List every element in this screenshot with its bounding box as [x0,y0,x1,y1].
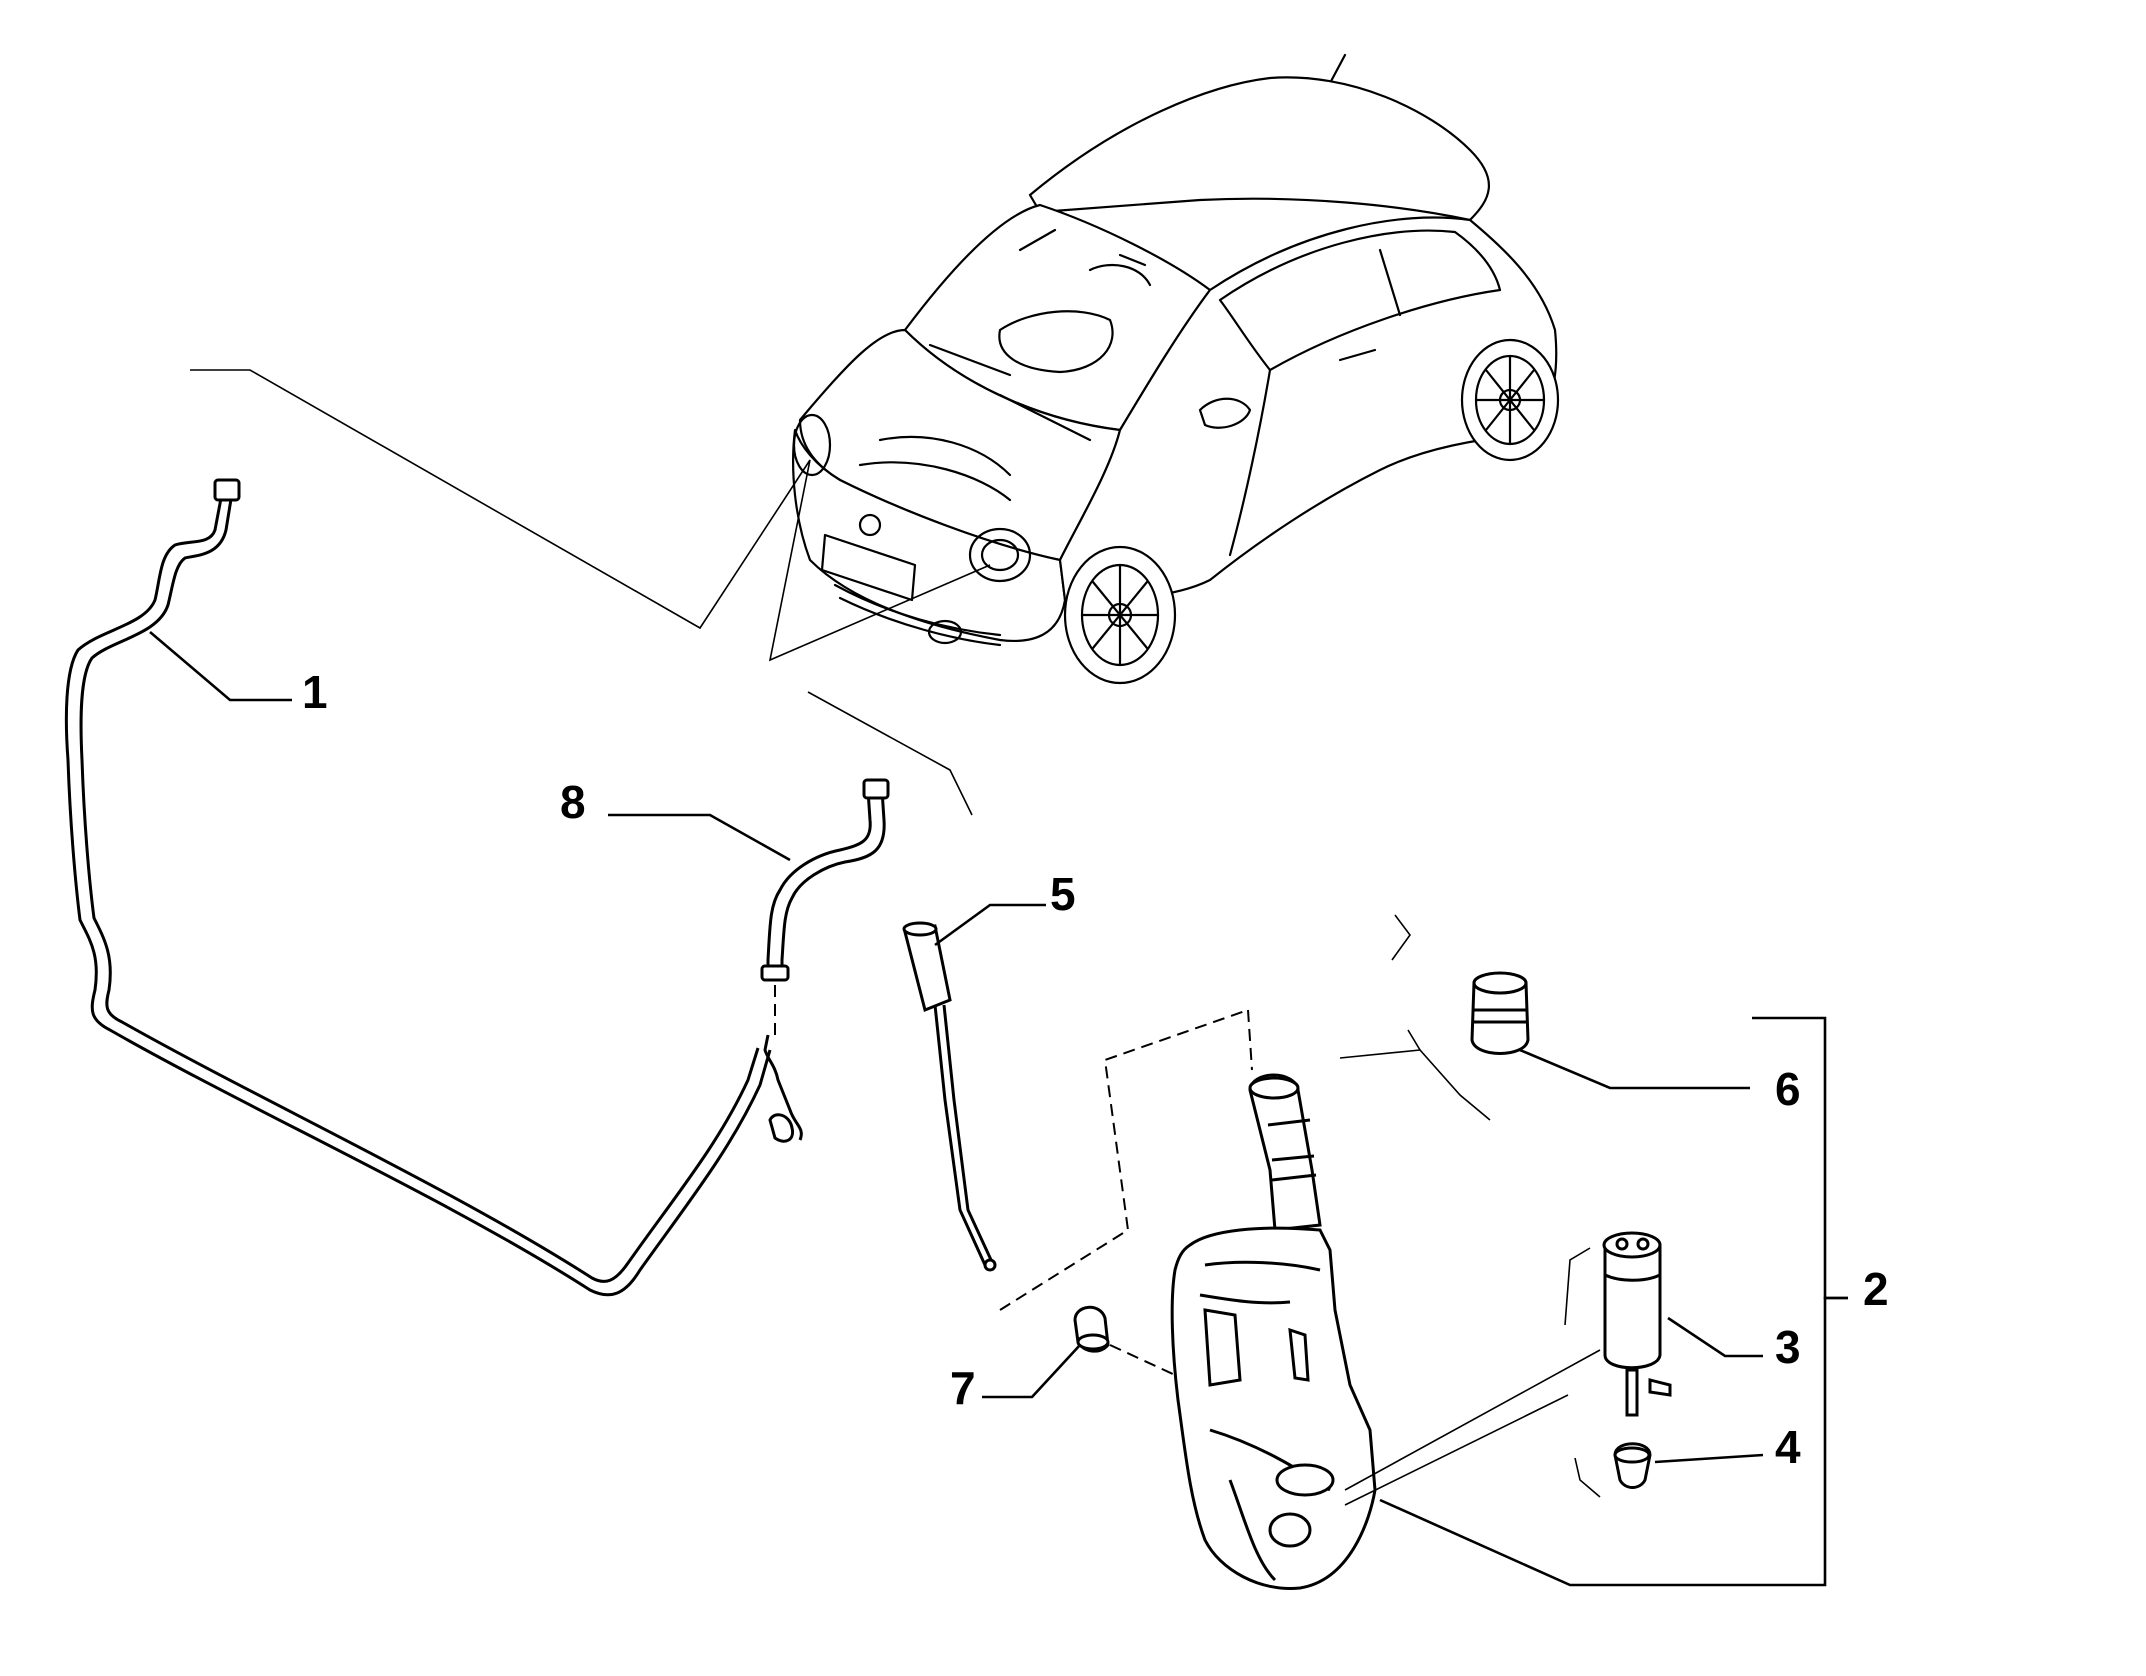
cap-part-6 [1470,971,1530,1055]
hose-part-1 [64,478,772,1297]
car-illustration [792,53,1560,685]
callout-7: 7 [950,1362,976,1414]
callout-3: 3 [1775,1321,1801,1373]
pump-part-3 [1564,1231,1672,1417]
level-sensor-part-5 [902,921,1253,1311]
reservoir-part-2 [1170,1073,1377,1590]
callout-labels: 1 2 3 4 5 6 7 8 [302,666,1889,1473]
hose-part-8 [760,778,890,1143]
seal-part-4 [1574,1442,1652,1498]
callout-1: 1 [302,666,328,718]
callout-4: 4 [1775,1421,1801,1473]
callout-leaders [149,631,1848,1587]
callout-8: 8 [560,776,586,828]
callout-6: 6 [1775,1063,1801,1115]
grommet-part-7 [1073,1305,1176,1376]
callout-2: 2 [1863,1263,1889,1315]
callout-5: 5 [1050,868,1076,920]
car-reference-lines [190,369,1491,1121]
